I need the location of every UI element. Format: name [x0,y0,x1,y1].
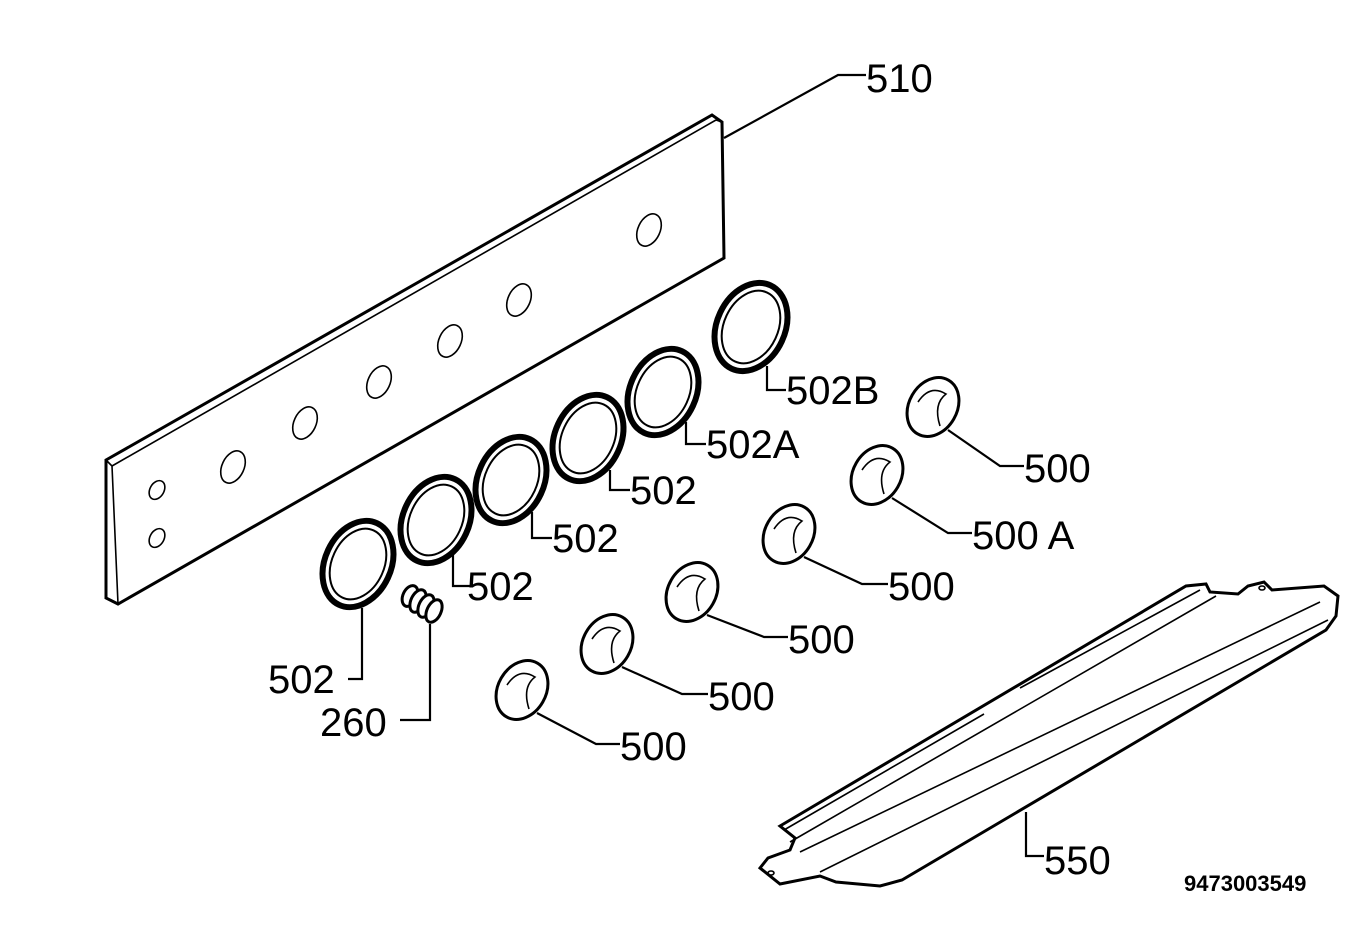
leader-502-3 [530,512,552,540]
bezel-ring-502-4 [549,391,627,485]
bezel-ring-502-2 [397,473,475,567]
label-500a: 500 A [972,514,1075,558]
label-500-1: 500 [1024,447,1091,491]
knob-500-4 [579,613,635,675]
spring-260 [400,584,444,624]
bezel-ring-502b [711,279,791,375]
label-502-3: 502 [552,517,619,561]
leader-550 [1024,812,1044,858]
leader-500-2 [803,556,888,586]
leader-502b [765,366,786,392]
label-502-4: 502 [630,469,697,513]
leader-500-3 [706,613,788,639]
leader-502-2 [451,554,470,588]
bezel-ring-502-3 [472,433,550,527]
label-502-1: 502 [268,658,335,702]
knob-500-3 [664,561,720,623]
knob-500-1 [905,376,961,438]
leader-502-4 [608,470,630,492]
knob-500-5 [494,659,550,721]
label-500-4: 500 [708,675,775,719]
leader-500a [891,497,972,535]
label-502b: 502B [786,369,879,413]
leader-500-1 [947,429,1024,468]
leader-260 [400,624,432,722]
label-502a: 502A [706,423,800,467]
control-panel [104,113,726,606]
knob-500a [849,444,905,506]
label-510: 510 [866,57,933,101]
leader-500-5 [536,712,620,746]
label-502-2: 502 [467,565,534,609]
label-500-5: 500 [620,725,687,769]
leader-500-4 [621,665,708,696]
drawing-code: 9473003549 [1184,871,1306,896]
label-500-3: 500 [788,618,855,662]
label-500-2: 500 [888,565,955,609]
bezel-ring-502a [624,345,702,439]
bezel-ring-502-1 [319,517,397,611]
leader-510 [723,73,866,139]
label-550: 550 [1044,839,1111,883]
trim-strip-550 [757,580,1340,888]
label-260: 260 [320,701,387,745]
leader-502a [684,422,706,446]
knob-500-2 [761,503,817,565]
leader-502-1 [348,608,364,681]
